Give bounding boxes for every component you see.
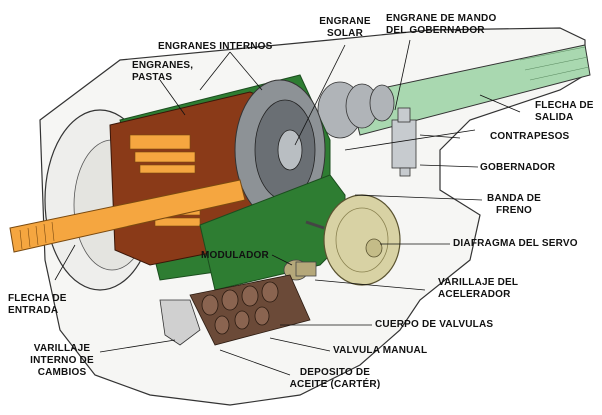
output-shaft-hatch	[519, 46, 590, 81]
label-varillaje-acelerador-line1: VARILLAJE DEL	[438, 277, 519, 288]
label-engranes-pastas-line2: PASTAS	[132, 72, 173, 83]
label-engranes-pastas: ENGRANES, PASTAS	[132, 60, 193, 84]
label-engrane-solar-line1: ENGRANE	[319, 16, 371, 27]
label-engrane-mando: ENGRANE DE MANDO DEL GOBERNADOR	[386, 13, 496, 37]
label-varillaje-cambios: VARILLAJE INTERNO DE CAMBIOS	[22, 343, 102, 379]
label-deposito-aceite: DEPOSITO DE ACEITE (CARTÉR)	[285, 367, 385, 391]
label-engrane-mando-line2: DEL GOBERNADOR	[386, 25, 485, 36]
label-deposito-line2: ACEITE (CARTÉR)	[289, 379, 381, 390]
label-banda-freno-line1: BANDA DE	[486, 193, 541, 204]
label-diafragma-servo: DIAFRAGMA DEL SERVO	[453, 238, 578, 249]
label-valvula-manual: VALVULA MANUAL	[333, 345, 428, 356]
governor-gear-stack	[317, 81, 395, 139]
label-deposito-line1: DEPOSITO DE	[299, 367, 371, 378]
label-engrane-solar: ENGRANE SOLAR	[315, 16, 375, 40]
input-shaft-splines	[19, 221, 55, 250]
label-engrane-solar-line2: SOLAR	[327, 28, 363, 39]
label-varillaje-cambios-line3: CAMBIOS	[37, 367, 87, 378]
label-flecha-salida-line1: FLECHA DE	[535, 100, 594, 111]
label-flecha-entrada-line2: ENTRADA	[8, 305, 59, 316]
label-engranes-pastas-line1: ENGRANES,	[132, 60, 194, 71]
label-varillaje-cambios-line2: INTERNO DE	[30, 355, 94, 366]
label-flecha-entrada-line1: FLECHA DE	[8, 293, 67, 304]
label-banda-freno-line2: FRENO	[496, 205, 532, 216]
servo-rim	[335, 207, 389, 273]
label-cuerpo-valvulas: CUERPO DE VALVULAS	[375, 319, 494, 330]
valve-body	[189, 274, 311, 346]
sun-gear	[277, 129, 303, 171]
label-banda-freno: BANDA DE FRENO	[484, 193, 544, 217]
label-engrane-mando-line1: ENGRANE DE MANDO	[386, 13, 497, 24]
leader-lines	[54, 39, 521, 376]
label-varillaje-acelerador: VARILLAJE DEL ACELERADOR	[438, 277, 518, 301]
input-shaft	[9, 179, 246, 253]
servo-rod	[305, 220, 325, 230]
servo-hub	[365, 238, 383, 258]
servo-diaphragm	[323, 194, 401, 286]
label-varillaje-acelerador-line2: ACELERADOR	[438, 289, 511, 300]
label-flecha-salida: FLECHA DE SALIDA	[535, 100, 594, 124]
label-gobernador: GOBERNADOR	[480, 162, 556, 173]
label-flecha-entrada: FLECHA DE ENTRADA	[8, 293, 67, 317]
clutch-plates	[129, 134, 201, 227]
shift-linkage	[159, 299, 201, 346]
governor	[391, 107, 417, 177]
label-modulador: MODULADOR	[201, 250, 269, 261]
label-flecha-salida-line2: SALIDA	[535, 112, 574, 123]
label-engranes-internos: ENGRANES INTERNOS	[158, 41, 273, 52]
label-contrapesos: CONTRAPESOS	[490, 131, 570, 142]
label-varillaje-cambios-line1: VARILLAJE	[33, 343, 91, 354]
